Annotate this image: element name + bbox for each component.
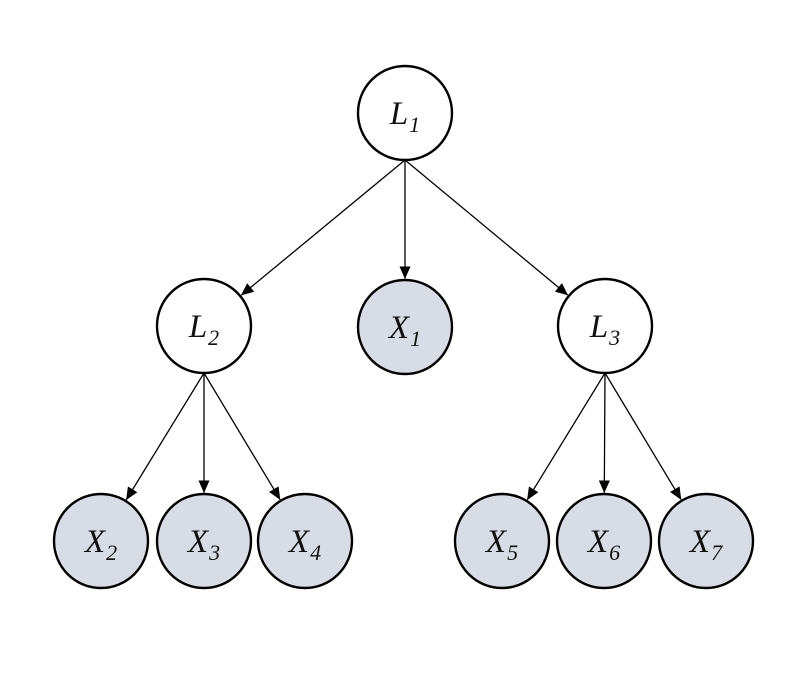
node-X7-label: X7 [688, 524, 723, 565]
node-X2-circle [52, 492, 150, 590]
node-X5-circle [453, 492, 551, 590]
edge-L3-X6 [598, 372, 610, 494]
node-L1: L1 [356, 64, 454, 162]
node-X4-circle [256, 492, 354, 590]
node-L3-label: L3 [589, 309, 620, 350]
node-X5: X5 [453, 492, 551, 590]
node-X1-label: X1 [387, 310, 421, 351]
edge-L3-X7 [604, 372, 682, 500]
node-X4: X4 [256, 492, 354, 590]
node-X2-label: X2 [83, 524, 117, 565]
node-X2: X2 [52, 492, 150, 590]
node-L2-circle [155, 277, 253, 375]
node-X7: X7 [657, 492, 755, 590]
node-L3: L3 [556, 277, 654, 375]
node-L2: L2 [155, 277, 253, 375]
node-X1-circle [356, 278, 454, 376]
edge-L1-L3 [404, 159, 569, 296]
node-L1-label: L1 [389, 96, 420, 137]
edge-L2-X2 [125, 372, 205, 501]
node-X6-label: X6 [586, 524, 620, 565]
node-X5-label: X5 [484, 524, 518, 565]
node-X1: X1 [356, 278, 454, 376]
node-X3: X3 [155, 492, 253, 590]
node-X4-label: X4 [287, 524, 321, 565]
node-X6: X6 [555, 492, 653, 590]
node-X7-circle [657, 492, 755, 590]
edge-L2-X4 [203, 372, 281, 500]
edge-L1-L2 [240, 159, 406, 296]
node-L2-label: L2 [188, 309, 219, 350]
node-L1-circle [356, 64, 454, 162]
node-L3-circle [556, 277, 654, 375]
node-X6-circle [555, 492, 653, 590]
node-X3-circle [155, 492, 253, 590]
edge-L3-X5 [526, 372, 606, 501]
node-X3-label: X3 [186, 524, 220, 565]
